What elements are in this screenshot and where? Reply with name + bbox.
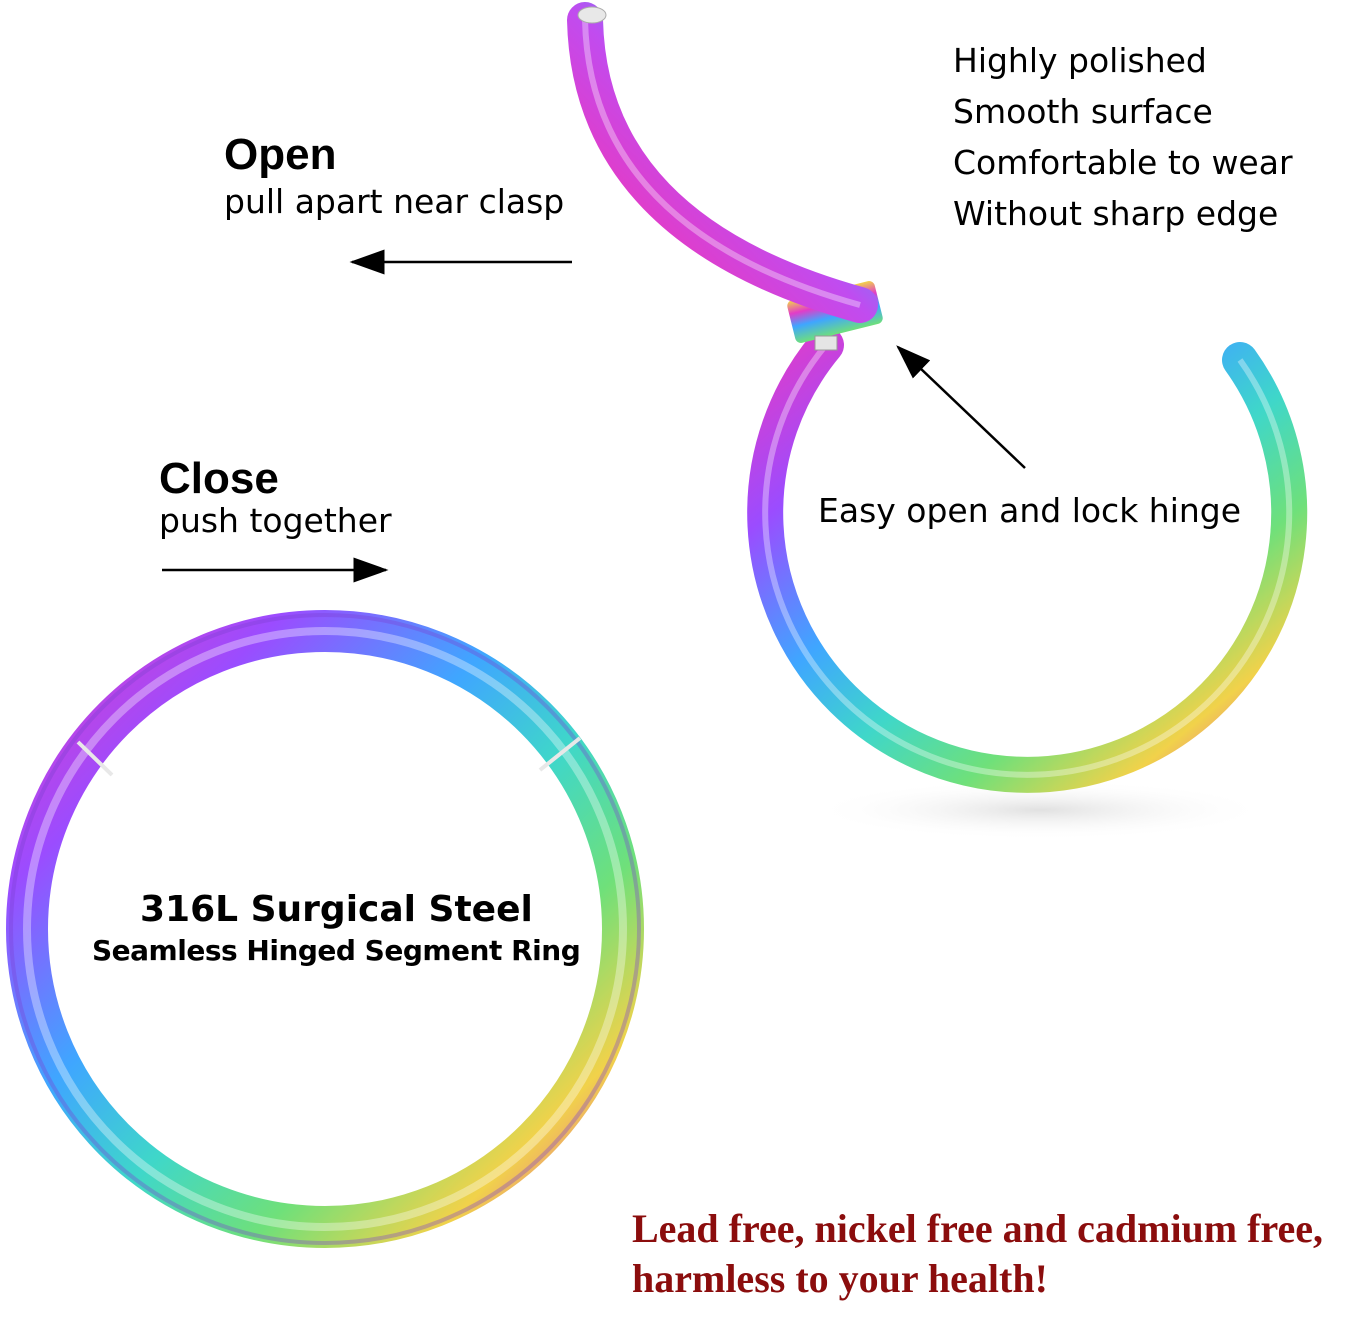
close-title: Close [159, 454, 279, 503]
feature-item: Highly polished [953, 41, 1207, 80]
feature-item: Without sharp edge [953, 194, 1279, 233]
hinge-arrow [896, 345, 1026, 469]
open-title: Open [224, 130, 337, 179]
ring-shadow [810, 780, 1270, 840]
close-subtitle: push together [159, 501, 392, 540]
feature-item: Smooth surface [953, 92, 1213, 131]
closed-ring-body [6, 610, 644, 1248]
safety-note-line: harmless to your health! [632, 1256, 1048, 1301]
safety-note: Lead free, nickel free and cadmium free,… [632, 1204, 1323, 1304]
features-list: Highly polished Smooth surface Comfortab… [953, 35, 1293, 239]
seam-left [76, 740, 114, 777]
closed-ring [6, 610, 644, 1248]
open-ring-segment [567, 2, 878, 323]
safety-note-line: Lead free, nickel free and cadmium free, [632, 1206, 1323, 1251]
seam-right [538, 736, 582, 772]
open-ring [567, 2, 1308, 793]
open-subtitle: pull apart near clasp [224, 182, 565, 221]
ring-label-title: 316L Surgical Steel [140, 889, 533, 930]
hinge-label: Easy open and lock hinge [818, 491, 1242, 530]
ring-label-subtitle: Seamless Hinged Segment Ring [92, 934, 581, 967]
feature-item: Comfortable to wear [953, 143, 1293, 182]
open-ring-body [747, 327, 1308, 793]
